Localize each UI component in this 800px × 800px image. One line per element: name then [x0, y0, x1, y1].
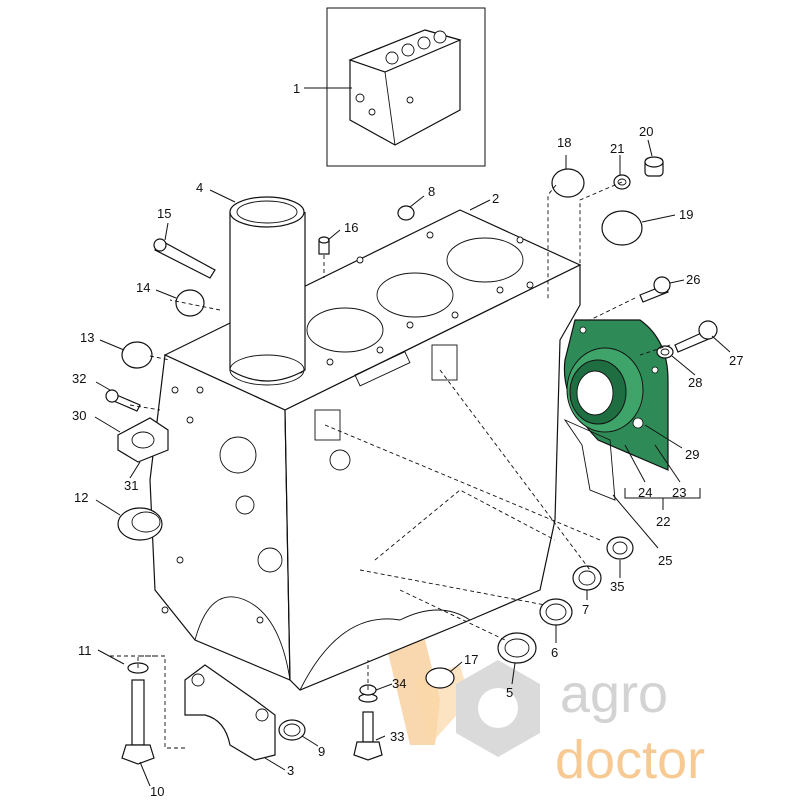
engine-block	[149, 209, 582, 691]
callout-34: 34	[392, 676, 406, 691]
core-plug-19	[601, 210, 643, 246]
callout-5: 5	[506, 685, 513, 700]
ring-9	[278, 719, 306, 741]
callout-labels: 1 2 3 4 5 6 7 8 9 10 11 12 13 14 15 16 1…	[72, 81, 743, 799]
plug-26	[639, 276, 671, 303]
core-plug-14	[175, 289, 205, 317]
washer-28	[656, 345, 674, 359]
callout-27: 27	[729, 353, 743, 368]
callout-29: 29	[685, 447, 699, 462]
callout-19: 19	[679, 207, 693, 222]
callout-4: 4	[196, 180, 203, 195]
plug-8	[397, 205, 415, 221]
callout-18: 18	[557, 135, 571, 150]
complete-block-inset	[320, 7, 486, 167]
callout-30: 30	[72, 408, 86, 423]
callout-23: 23	[672, 485, 686, 500]
callout-26: 26	[686, 272, 700, 287]
assembly-lines	[129, 181, 671, 749]
bushing-35	[606, 536, 634, 560]
callout-3: 3	[287, 763, 294, 778]
plug-20	[644, 156, 664, 177]
watermark-line1: agro	[560, 664, 668, 724]
callout-7: 7	[582, 602, 589, 617]
callout-6: 6	[551, 645, 558, 660]
watermark-logo	[385, 640, 540, 757]
cap-bolt-10	[110, 655, 158, 765]
callout-13: 13	[80, 330, 94, 345]
plug-27	[674, 320, 718, 353]
callout-2: 2	[492, 191, 499, 206]
callout-28: 28	[688, 375, 702, 390]
dowel-16	[318, 236, 330, 278]
bolt-33	[353, 693, 383, 761]
watermark-line2: doctor	[555, 730, 705, 790]
gasket-25	[563, 418, 616, 501]
callout-16: 16	[344, 220, 358, 235]
bolt-32	[105, 389, 141, 412]
callout-35: 35	[610, 579, 624, 594]
seal-ring-5	[497, 632, 537, 664]
callout-17: 17	[464, 652, 478, 667]
callout-9: 9	[318, 744, 325, 759]
callout-24: 24	[638, 485, 652, 500]
cylinder-liner	[229, 196, 306, 386]
core-plug-18	[551, 168, 585, 198]
seal-ring-6	[539, 598, 573, 626]
agro-doctor-watermark: agro doctor	[385, 640, 705, 790]
callout-20: 20	[639, 124, 653, 139]
callout-8: 8	[428, 184, 435, 199]
cup-17	[425, 667, 455, 689]
main-bearing-cap	[184, 664, 276, 761]
callout-21: 21	[610, 141, 624, 156]
callout-12: 12	[74, 490, 88, 505]
seal-ring-7	[572, 565, 602, 591]
callout-31: 31	[124, 478, 138, 493]
callout-22: 22	[656, 514, 670, 529]
leader-lines	[94, 87, 731, 787]
callout-1: 1	[293, 81, 300, 96]
callout-32: 32	[72, 371, 86, 386]
callout-25: 25	[658, 553, 672, 568]
rear-seal-housing-highlighted	[563, 319, 669, 471]
callout-11: 11	[78, 643, 92, 658]
callout-33: 33	[390, 729, 404, 744]
callout-10: 10	[150, 784, 164, 799]
callout-15: 15	[157, 206, 171, 221]
callout-14: 14	[136, 280, 150, 295]
bushing-12	[117, 507, 163, 541]
flange-30	[117, 417, 169, 463]
bolt-15	[153, 238, 216, 279]
core-plug-13	[121, 341, 153, 369]
